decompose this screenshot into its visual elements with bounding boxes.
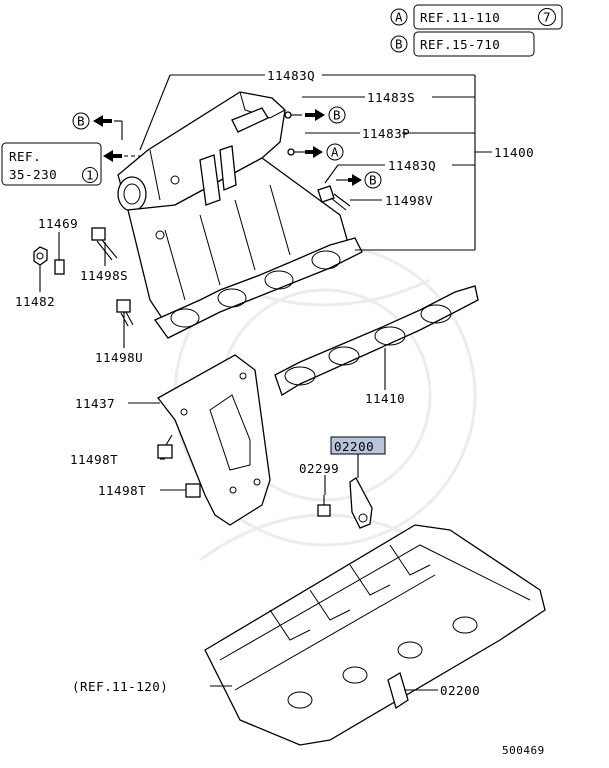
label-02299[interactable]: 02299 bbox=[299, 461, 339, 476]
label-11483p[interactable]: 11483P bbox=[362, 126, 410, 141]
label-11498s[interactable]: 11498S bbox=[80, 268, 128, 283]
svg-text:1: 1 bbox=[86, 168, 94, 183]
svg-text:B: B bbox=[77, 114, 85, 129]
label-11498v[interactable]: 11498V bbox=[385, 193, 433, 208]
label-02200[interactable]: 02200 bbox=[440, 683, 480, 698]
arrow-a-marker[interactable]: A bbox=[305, 143, 344, 161]
stud-11469 bbox=[54, 259, 65, 275]
label-11483s[interactable]: 11483S bbox=[367, 90, 415, 105]
label-11400[interactable]: 11400 bbox=[494, 145, 534, 160]
svg-text:REF.15-710: REF.15-710 bbox=[420, 37, 500, 52]
arrow-b3-marker[interactable]: B bbox=[336, 171, 382, 189]
intake-manifold bbox=[117, 91, 363, 339]
bolt-11498u bbox=[116, 299, 134, 327]
vacuum-fittings bbox=[284, 111, 305, 156]
label-11483q-top[interactable]: 11483Q bbox=[267, 68, 315, 83]
label-11498t-a[interactable]: 11498T bbox=[70, 452, 118, 467]
svg-text:B: B bbox=[333, 108, 341, 123]
arrow-to-ref-c bbox=[103, 150, 140, 162]
arrow-b1-marker[interactable]: B bbox=[72, 112, 123, 140]
washer-11482 bbox=[33, 246, 48, 266]
label-11498t-b[interactable]: 11498T bbox=[98, 483, 146, 498]
svg-text:7: 7 bbox=[543, 10, 551, 25]
svg-text:B: B bbox=[395, 37, 403, 52]
svg-text:REF.11-110: REF.11-110 bbox=[420, 10, 500, 25]
ref-b-box[interactable]: B REF.15-710 bbox=[390, 31, 535, 57]
label-engine-ref[interactable]: (REF.11-120) bbox=[72, 679, 168, 694]
svg-text:A: A bbox=[395, 10, 403, 25]
label-11482[interactable]: 11482 bbox=[15, 294, 55, 309]
arrow-b2-marker[interactable]: B bbox=[305, 106, 346, 124]
svg-text:35-230: 35-230 bbox=[9, 167, 57, 182]
bolt-11498t-b bbox=[185, 483, 201, 498]
ref-a-box[interactable]: A REF.11-110 7 bbox=[390, 4, 563, 30]
bolt-02299 bbox=[317, 495, 331, 517]
intake-gasket bbox=[274, 285, 479, 396]
leader-lines bbox=[39, 74, 492, 691]
bolt-11498t-a bbox=[157, 434, 173, 459]
svg-text:02200: 02200 bbox=[334, 439, 374, 454]
svg-text:REF.: REF. bbox=[9, 149, 41, 164]
bolt-11498v bbox=[317, 185, 351, 211]
ref-c-box[interactable]: REF. 35-230 1 bbox=[1, 142, 102, 186]
cylinder-head bbox=[204, 524, 546, 746]
figure-number: 500469 bbox=[502, 744, 545, 757]
svg-text:B: B bbox=[369, 173, 377, 188]
label-11437[interactable]: 11437 bbox=[75, 396, 115, 411]
svg-text:A: A bbox=[331, 145, 339, 160]
label-11410[interactable]: 11410 bbox=[365, 391, 405, 406]
bracket-02200 bbox=[349, 477, 373, 529]
manifold-stay bbox=[157, 354, 271, 526]
label-11483q-mid[interactable]: 11483Q bbox=[388, 158, 436, 173]
label-02200-highlighted[interactable]: 02200 bbox=[330, 436, 386, 455]
label-11498u[interactable]: 11498U bbox=[95, 350, 143, 365]
label-11469[interactable]: 11469 bbox=[38, 216, 78, 231]
